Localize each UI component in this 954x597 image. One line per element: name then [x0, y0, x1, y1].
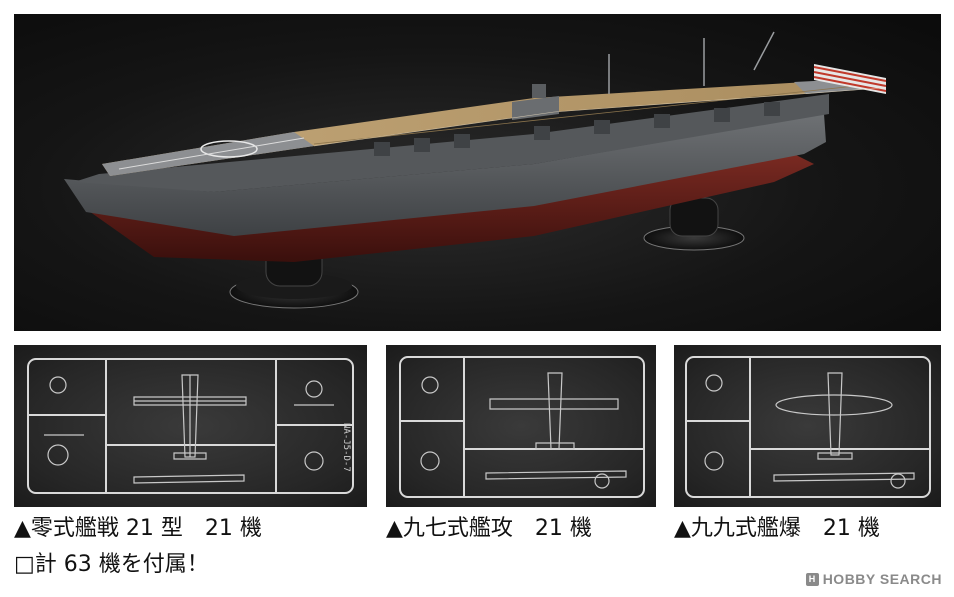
- sprue-plate-label: NA-J5-D-7: [341, 423, 351, 472]
- carrier-model-photo: [14, 14, 941, 331]
- caption-zero-fighter: ▲零式艦戦 21 型 21 機: [14, 516, 262, 541]
- carrier-illustration: [64, 31, 887, 309]
- sprue-photo-type97-attacker: [386, 345, 656, 507]
- sprue-photo-zero-fighter: NA-J5-D-7: [14, 345, 367, 507]
- caption-type99-bomber: ▲九九式艦爆 21 機: [674, 516, 880, 541]
- watermark-text: HOBBY SEARCH: [822, 571, 942, 587]
- sprue-photo-type99-bomber: [674, 345, 941, 507]
- hobby-search-logo-icon: H: [805, 572, 819, 586]
- caption-type97-attacker: ▲九七式艦攻 21 機: [386, 516, 592, 541]
- hobby-search-watermark: H HOBBY SEARCH: [805, 571, 942, 587]
- cropped-heading: [0, 0, 954, 14]
- total-aircraft-note: □計 63 機を付属！: [14, 552, 209, 577]
